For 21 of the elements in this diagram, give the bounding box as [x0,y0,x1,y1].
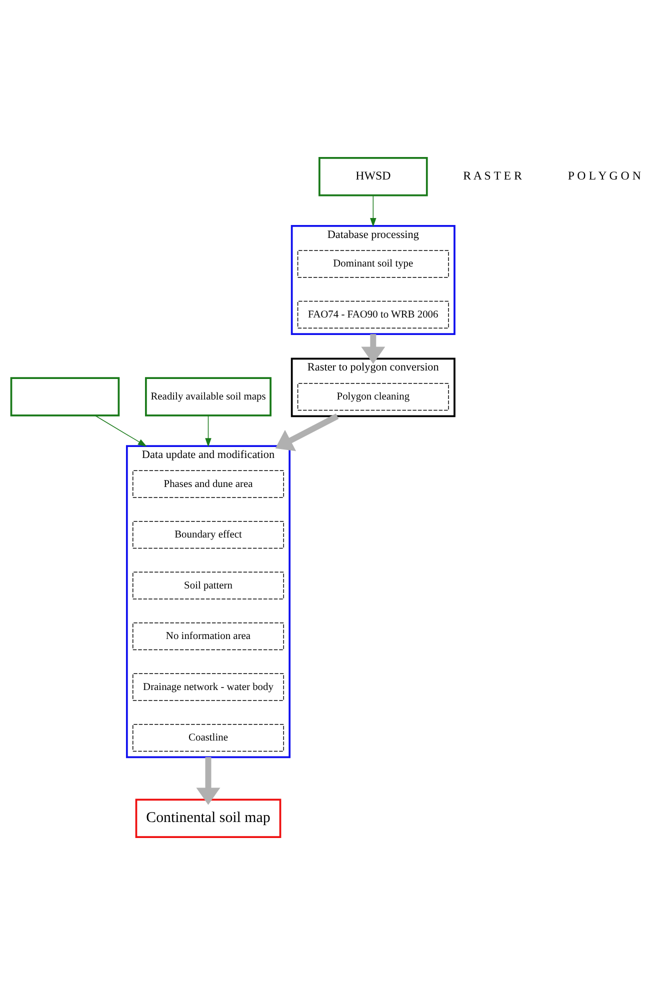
arrow [94,415,147,447]
arrow [361,334,386,364]
arrow [205,415,212,448]
node-box: Readily available soil maps [145,377,272,416]
node-box: Soil pattern [132,572,284,600]
label: R A S T E R [463,168,522,182]
node-box: Continental soil map [135,798,282,838]
node-box: FAO74 - FAO90 to WRB 2006 [297,300,449,328]
node-box: Coastline [132,724,284,752]
arrow [370,195,376,228]
node-box: No information area [132,622,284,650]
node-box: Drainage network - water body [132,673,284,701]
node-box: Phases and dune area [132,470,284,498]
node-box: Boundary effect [132,521,284,549]
node-box [10,377,120,416]
arrow [275,414,339,452]
node-box: HWSD [318,157,428,196]
label: P O L Y G O N [568,168,642,182]
arrow [196,757,220,805]
node-box: Dominant soil type [297,250,449,278]
node-box: Polygon cleaning [297,382,449,411]
